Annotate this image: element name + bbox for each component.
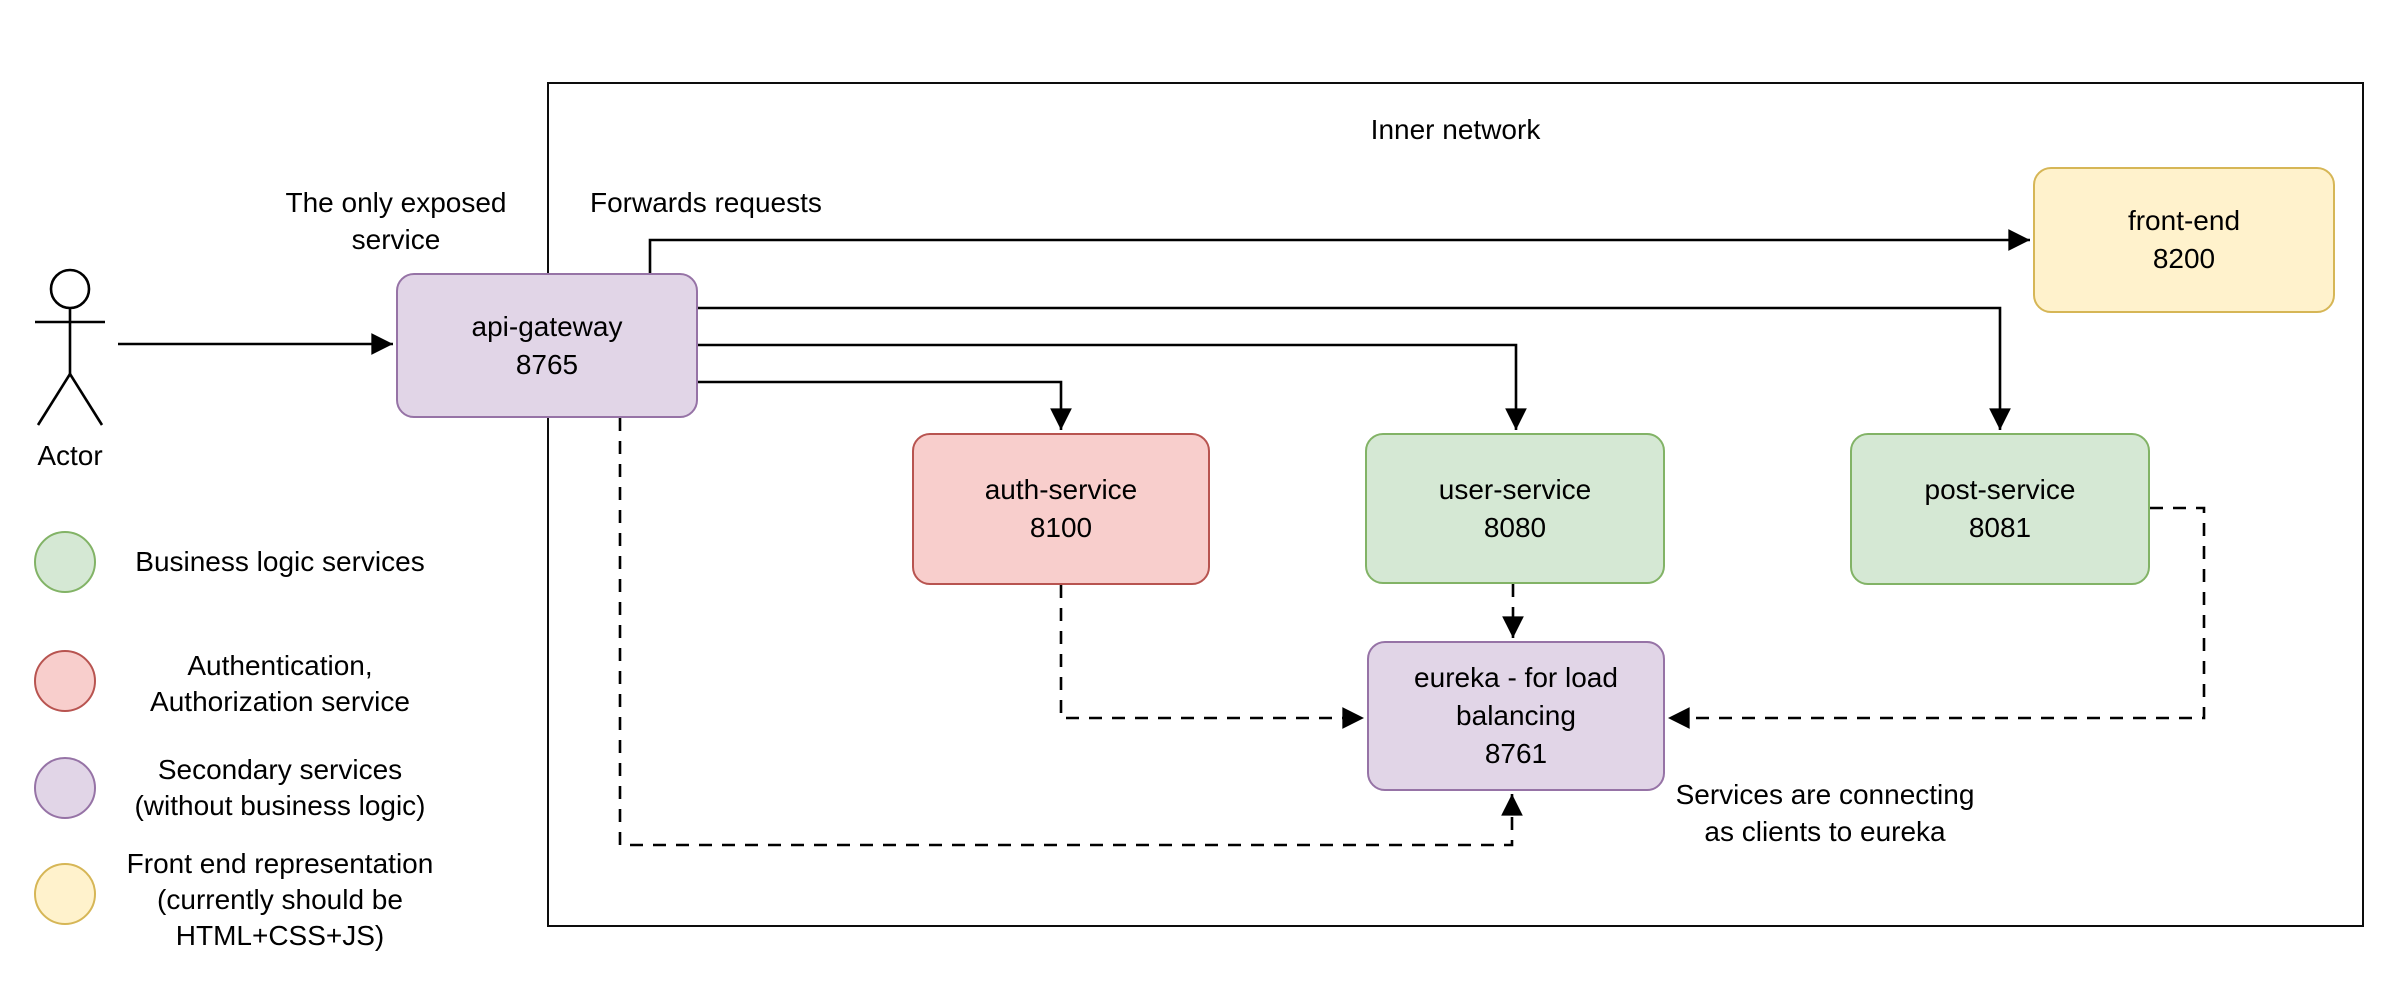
legend-label-secondary: Secondary services (without business log… [134, 754, 426, 821]
node-auth-service: auth-service 8100 [912, 433, 1210, 585]
legend-label-front-end: Front end representation (currently shou… [126, 848, 434, 951]
annotation-only-exposed-service: The only exposed service [285, 187, 507, 255]
eureka-name: eureka - for load balancing [1414, 662, 1618, 731]
annotation-forwards-requests: Forwards requests [590, 187, 822, 218]
user-service-name: user-service [1438, 473, 1592, 505]
legend-label-business-logic: Business logic services [135, 546, 425, 577]
actor-icon [35, 268, 105, 426]
node-eureka: eureka - for load balancing 8761 [1367, 641, 1665, 791]
legend-circle-front-end [34, 863, 96, 925]
auth-service-port: 8100 [1029, 512, 1093, 543]
auth-service-name: auth-service [984, 474, 1138, 505]
actor-label: Actor [37, 440, 103, 471]
node-api-gateway: api-gateway 8765 [396, 273, 698, 418]
front-end-port: 8200 [2152, 243, 2216, 274]
post-service-port: 8081 [1968, 512, 2032, 543]
user-service-port: 8080 [1483, 511, 1547, 543]
node-user-service: user-service 8080 [1365, 433, 1665, 584]
legend-circle-secondary [34, 757, 96, 819]
eureka-port: 8761 [1484, 738, 1548, 769]
inner-network-boundary: Inner network [547, 82, 2364, 927]
annotation-services-connect-eureka: Services are connecting as clients to eu… [1675, 779, 1975, 847]
api-gateway-name: api-gateway [471, 310, 623, 342]
legend-circle-business-logic [34, 531, 96, 593]
legend-label-auth: Authentication, Authorization service [150, 650, 410, 717]
legend-circle-auth [34, 650, 96, 712]
node-front-end: front-end 8200 [2033, 167, 2335, 313]
node-post-service: post-service 8081 [1850, 433, 2150, 585]
post-service-name: post-service [1924, 474, 2076, 505]
api-gateway-port: 8765 [515, 348, 579, 380]
inner-network-title: Inner network [1370, 114, 1541, 145]
front-end-name: front-end [2127, 205, 2241, 236]
